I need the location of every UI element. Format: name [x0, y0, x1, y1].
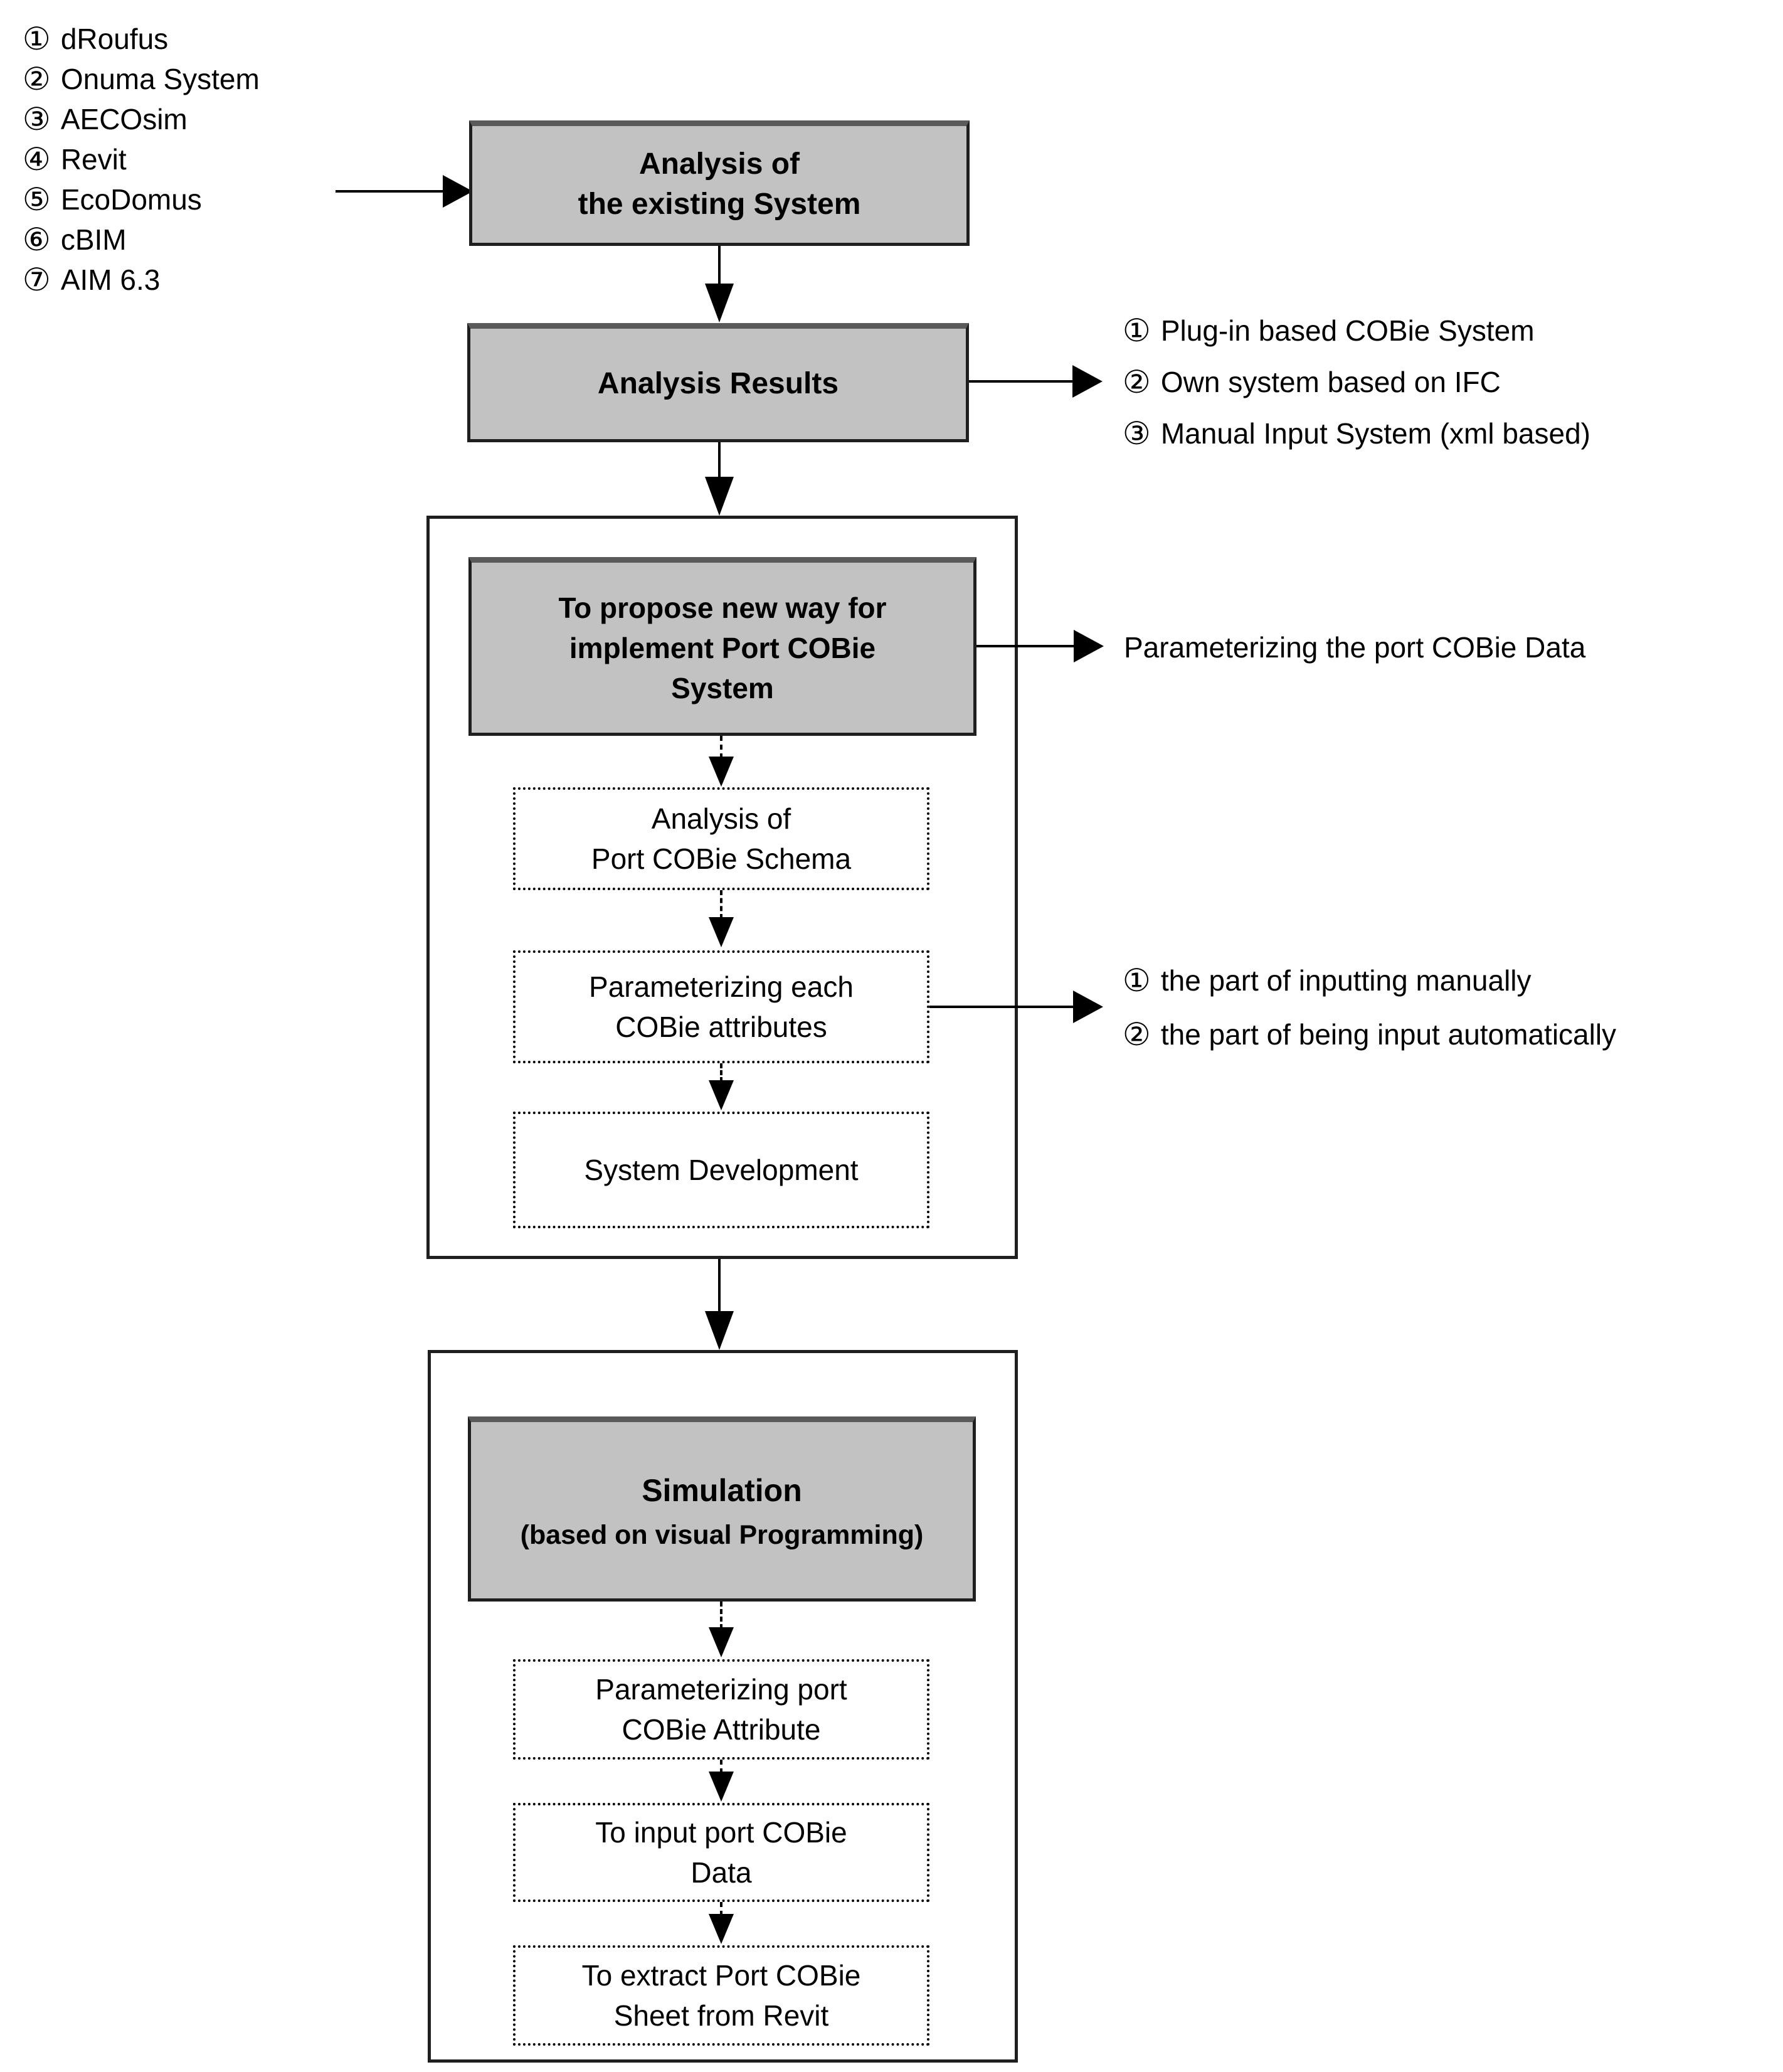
extract-sheet-line2: Sheet from Revit — [613, 1999, 829, 2032]
propose-box: To propose new way for implement Port CO… — [468, 557, 976, 736]
parameterizing-port-line2: COBie Attribute — [622, 1713, 821, 1746]
circled-number: ② — [1123, 364, 1151, 400]
circled-number: ③ — [23, 102, 51, 137]
simulation-line1: Simulation — [642, 1472, 802, 1508]
arrowhead-down-icon — [709, 1627, 734, 1657]
circled-number: ① — [23, 21, 51, 56]
arrowhead-down-icon — [709, 757, 734, 787]
arrow-line-attributes-to-notes — [929, 1006, 1075, 1008]
arrow-line-propose-to-note — [976, 645, 1076, 647]
arrowhead-down-icon — [709, 1914, 734, 1944]
dashed-arrow-line — [720, 1760, 722, 1773]
arrowhead-right-icon — [1072, 365, 1103, 398]
arrow-line-results-to-notes — [969, 380, 1076, 383]
dashed-arrow-line — [720, 890, 722, 919]
dashed-arrow-line — [720, 1602, 722, 1629]
circled-number: ② — [23, 61, 51, 97]
analysis-existing-line1: Analysis of — [638, 147, 800, 181]
simulation-line2: (based on visual Programming) — [520, 1519, 924, 1550]
arrowhead-right-icon — [443, 175, 473, 208]
circled-number: ⑥ — [23, 222, 51, 257]
dashed-arrow-line — [720, 1063, 722, 1082]
arrowhead-down-icon — [705, 477, 734, 516]
propose-line1: To propose new way for — [558, 591, 887, 624]
list-item: ④ Revit — [23, 139, 260, 179]
source-system-label: AECOsim — [60, 103, 188, 135]
list-item: ⑤ EcoDomus — [23, 179, 260, 220]
analysis-result-list: ① Plug-in based COBie System ② Own syste… — [1123, 305, 1590, 459]
analysis-result-label: Own system based on IFC — [1160, 366, 1501, 398]
list-item: ⑦ AIM 6.3 — [23, 260, 260, 300]
parameterizing-note-label: the part of inputting manually — [1160, 964, 1532, 997]
list-item: ② Onuma System — [23, 59, 260, 99]
input-port-line1: To input port COBie — [595, 1816, 847, 1849]
list-item: ① dRoufus — [23, 19, 260, 59]
list-item: ③ Manual Input System (xml based) — [1123, 408, 1590, 459]
extract-sheet-box: To extract Port COBie Sheet from Revit — [513, 1945, 929, 2046]
analysis-results-box: Analysis Results — [467, 323, 969, 442]
schema-analysis-line1: Analysis of — [651, 802, 791, 835]
arrowhead-down-icon — [709, 1772, 734, 1802]
propose-note-text: Parameterizing the port COBie Data — [1124, 631, 1586, 664]
list-item: ① the part of inputting manually — [1123, 954, 1616, 1007]
parameterizing-port-line1: Parameterizing port — [595, 1673, 847, 1706]
arrowhead-right-icon — [1074, 630, 1104, 662]
arrowhead-down-icon — [709, 1080, 734, 1110]
source-system-label: Onuma System — [60, 63, 260, 95]
analysis-result-label: Manual Input System (xml based) — [1160, 417, 1590, 450]
arrow-line-sources-to-analysis — [336, 190, 445, 193]
schema-analysis-line2: Port COBie Schema — [591, 842, 852, 875]
analysis-existing-box: Analysis of the existing System — [469, 120, 970, 246]
circled-number: ⑤ — [23, 182, 51, 217]
parameterizing-note-label: the part of being input automatically — [1160, 1018, 1617, 1051]
arrowhead-right-icon — [1073, 991, 1103, 1023]
propose-line3: System — [671, 671, 774, 704]
circled-number: ④ — [23, 142, 51, 177]
source-system-label: Revit — [60, 143, 127, 176]
analysis-results-label: Analysis Results — [597, 367, 839, 400]
arrowhead-down-icon — [705, 284, 734, 322]
circled-number: ① — [1123, 313, 1151, 348]
arrowhead-down-icon — [709, 917, 734, 947]
list-item: ⑥ cBIM — [23, 220, 260, 260]
parameterizing-note-list: ① the part of inputting manually ② the p… — [1123, 954, 1616, 1061]
source-system-label: EcoDomus — [60, 183, 202, 216]
list-item: ③ AECOsim — [23, 99, 260, 139]
analysis-existing-line2: the existing System — [578, 188, 861, 221]
list-item: ② Own system based on IFC — [1123, 356, 1590, 408]
propose-line2: implement Port COBie — [569, 631, 876, 664]
parameterizing-port-box: Parameterizing port COBie Attribute — [513, 1659, 929, 1760]
source-system-list: ① dRoufus ② Onuma System ③ AECOsim ④ Rev… — [23, 19, 260, 300]
circled-number: ① — [1123, 963, 1151, 998]
analysis-result-label: Plug-in based COBie System — [1160, 314, 1535, 347]
source-system-label: dRoufus — [60, 23, 169, 55]
simulation-box: Simulation (based on visual Programming) — [468, 1416, 976, 1602]
input-port-line2: Data — [690, 1856, 752, 1889]
extract-sheet-line1: To extract Port COBie — [581, 1959, 861, 1992]
circled-number: ⑦ — [23, 262, 51, 297]
parameterizing-each-box: Parameterizing each COBie attributes — [513, 950, 929, 1063]
schema-analysis-box: Analysis of Port COBie Schema — [513, 787, 929, 890]
source-system-label: AIM 6.3 — [60, 263, 161, 296]
circled-number: ② — [1123, 1017, 1151, 1052]
arrowhead-down-icon — [705, 1311, 734, 1350]
list-item: ① Plug-in based COBie System — [1123, 305, 1590, 356]
arrow-line-down — [718, 246, 721, 286]
arrow-line-down — [718, 442, 721, 479]
circled-number: ③ — [1123, 416, 1151, 451]
source-system-label: cBIM — [60, 223, 127, 256]
dashed-arrow-line — [720, 736, 722, 758]
parameterizing-each-line1: Parameterizing each — [589, 970, 854, 1003]
arrow-line-down — [718, 1259, 721, 1313]
system-development-label: System Development — [584, 1154, 859, 1186]
list-item: ② the part of being input automatically — [1123, 1007, 1616, 1061]
system-development-box: System Development — [513, 1112, 929, 1228]
parameterizing-each-line2: COBie attributes — [615, 1011, 827, 1043]
input-port-data-box: To input port COBie Data — [513, 1803, 929, 1902]
dashed-arrow-line — [720, 1902, 722, 1916]
